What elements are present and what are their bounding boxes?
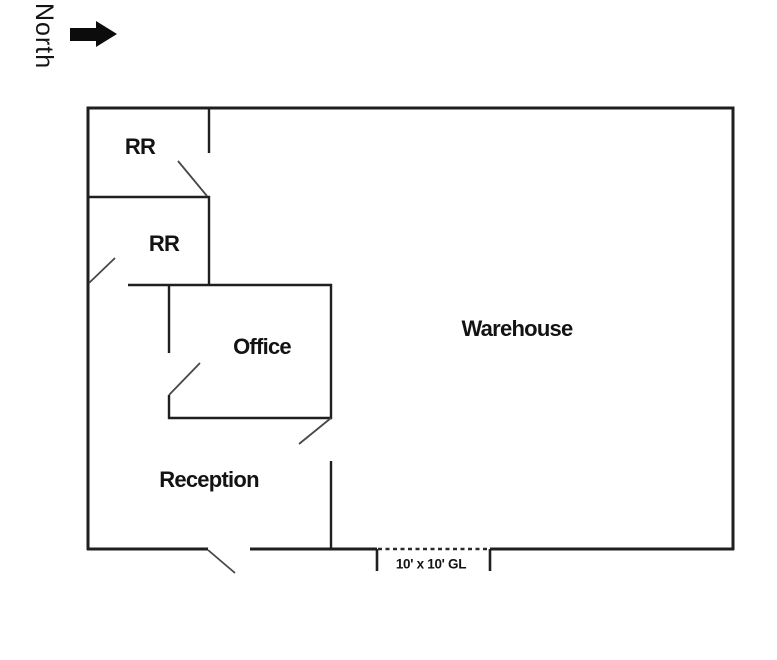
door-swing-office: [168, 362, 201, 396]
room-label-reception: Reception: [159, 467, 259, 492]
door-swing-rr-north: [177, 160, 208, 197]
room-label-restroom-north: RR: [124, 134, 156, 159]
interior-walls: [88, 108, 333, 550]
grade-level-door-label: 10' x 10' GL: [395, 556, 467, 572]
door-swing-reception-warehouse: [298, 417, 332, 445]
exterior-walls: [86, 106, 735, 551]
north-arrow-icon: [70, 21, 117, 47]
exterior-wall-left-top-right: [86, 106, 735, 550]
room-label-restroom-south: RR: [148, 231, 180, 256]
door-swing-rr-south: [88, 257, 116, 284]
room-label-warehouse: Warehouse: [461, 316, 573, 341]
door-swings: [88, 160, 332, 574]
room-label-office: Office: [233, 334, 292, 359]
grade-level-door: [375, 547, 492, 571]
door-swing-entry: [207, 549, 236, 574]
north-compass-label: North: [30, 3, 58, 70]
